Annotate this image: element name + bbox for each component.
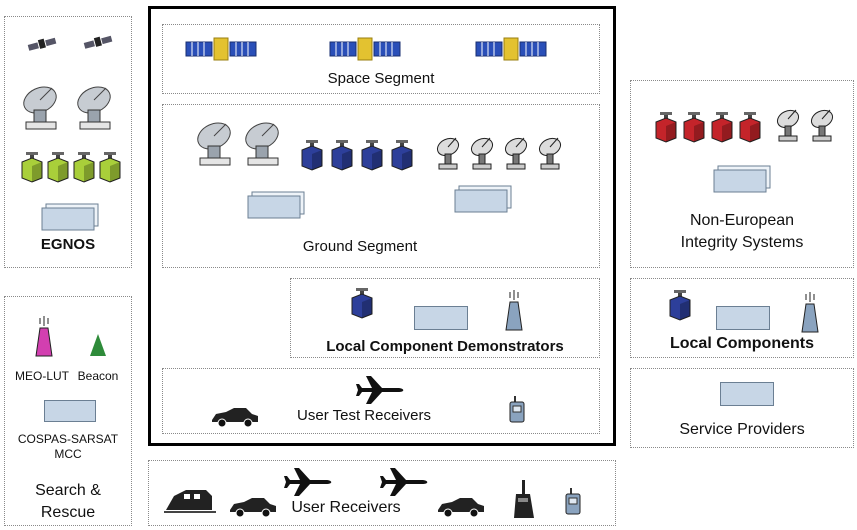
small-satellite-icon (27, 37, 57, 51)
search-rescue-box (4, 296, 132, 526)
main-frame (148, 6, 616, 446)
tower-icon (801, 291, 819, 333)
ground-station-icon (301, 139, 323, 171)
mcc-box-icon (720, 382, 774, 406)
user-receivers-label: User Receivers (291, 499, 401, 516)
space-segment-box (162, 24, 600, 94)
local-components-box (630, 278, 854, 358)
airplane-icon (356, 376, 404, 404)
beacon-label: Beacon (77, 369, 119, 383)
mcc-box-icon (44, 400, 96, 422)
cospas-label: COSPAS-SARSAT (17, 432, 119, 446)
space-segment-label: Space Segment (327, 70, 435, 87)
receiver-icon (565, 487, 581, 515)
mcc-box-icon (247, 191, 305, 219)
tower-icon (505, 289, 523, 331)
service-providers-label: Service Providers (679, 421, 805, 438)
mcc-box-icon (454, 185, 512, 213)
satellite-icon (475, 37, 547, 61)
lcd-label: Local Component Demonstrators (326, 338, 564, 355)
non-european-label: Non-European Integrity Systems (680, 212, 804, 251)
mcc-box-icon (414, 306, 468, 330)
tower-icon (35, 315, 53, 357)
dish-antenna-icon (774, 106, 802, 142)
lcd-box (290, 278, 600, 358)
receiver-icon (509, 395, 525, 423)
ground-station-icon (21, 151, 43, 183)
ground-station-icon (711, 111, 733, 143)
ground-station-icon (331, 139, 353, 171)
car-icon (437, 497, 485, 518)
airplane-icon (284, 468, 332, 496)
service-providers-box (630, 368, 854, 448)
mcc-box-icon (713, 165, 771, 193)
dish-antenna-icon (434, 134, 462, 170)
utr-box (162, 368, 600, 434)
dish-antenna-icon (536, 134, 564, 170)
egnos-box (4, 16, 132, 268)
ground-station-icon (391, 139, 413, 171)
ship-icon (514, 480, 534, 518)
car-icon (211, 407, 259, 428)
dish-antenna-icon (241, 117, 283, 166)
ground-station-icon (655, 111, 677, 143)
dish-antenna-icon (502, 134, 530, 170)
dish-antenna-icon (468, 134, 496, 170)
ground-station-icon (739, 111, 761, 143)
ground-segment-box (162, 104, 600, 268)
dish-antenna-icon (73, 81, 115, 130)
ground-station-icon (47, 151, 69, 183)
user-receivers-box (148, 460, 616, 526)
mcc-box-icon (716, 306, 770, 330)
satellite-icon (329, 37, 401, 61)
ground-station-icon (351, 287, 373, 319)
beacon-icon (90, 334, 106, 356)
meo-lut-label: MEO-LUT (15, 369, 69, 383)
ground-station-icon (669, 289, 691, 321)
airplane-icon (380, 468, 428, 496)
ground-segment-label: Ground Segment (302, 238, 418, 255)
search-rescue-label: Search & Rescue (35, 482, 101, 521)
small-satellite-icon (83, 35, 113, 49)
mcc-label: MCC (54, 447, 82, 461)
ground-station-icon (99, 151, 121, 183)
ground-station-icon (683, 111, 705, 143)
ground-station-icon (361, 139, 383, 171)
non-european-box (630, 80, 854, 268)
satellite-icon (185, 37, 257, 61)
dish-antenna-icon (193, 117, 235, 166)
train-icon (164, 490, 216, 513)
dish-antenna-icon (808, 106, 836, 142)
utr-label: User Test Receivers (297, 407, 431, 424)
ground-station-icon (73, 151, 95, 183)
dish-antenna-icon (19, 81, 61, 130)
local-components-label: Local Components (669, 335, 814, 352)
egnos-label: EGNOS (40, 236, 96, 253)
mcc-box-icon (41, 203, 99, 231)
